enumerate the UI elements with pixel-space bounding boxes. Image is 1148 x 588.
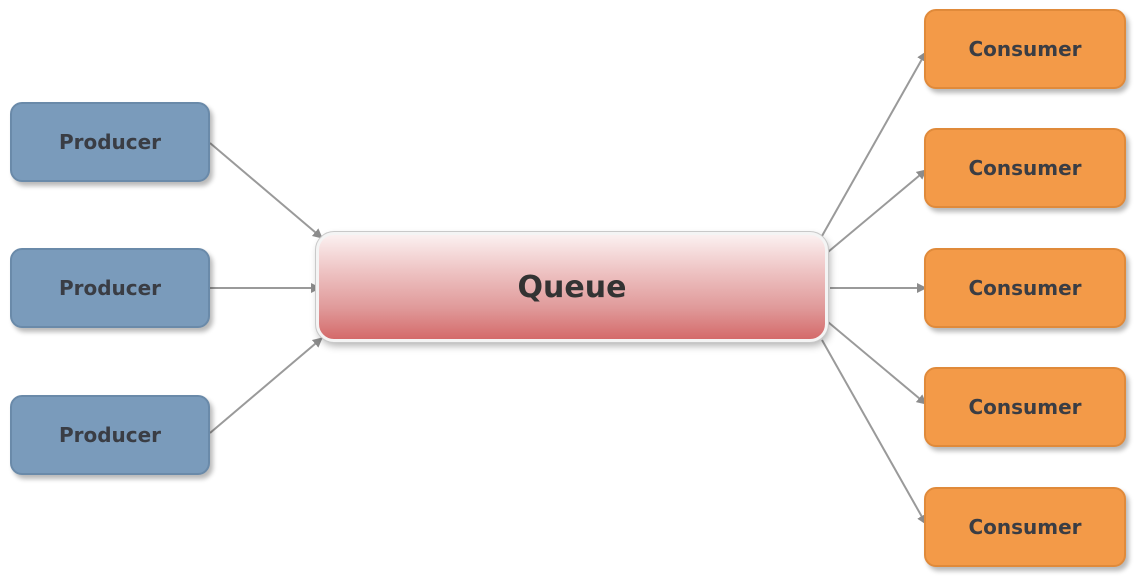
consumer-label: Consumer — [968, 276, 1082, 300]
consumer-node-4: Consumer — [924, 367, 1126, 447]
arrow-queue-to-consumer-5 — [821, 339, 927, 525]
producer-node-1: Producer — [10, 102, 210, 182]
queue-node: Queue — [315, 231, 829, 343]
producer-node-3: Producer — [10, 395, 210, 475]
producer-label: Producer — [58, 276, 162, 300]
consumer-label: Consumer — [968, 515, 1082, 539]
arrow-producer-1-to-queue — [209, 142, 323, 239]
producer-node-2: Producer — [10, 248, 210, 328]
consumer-label: Consumer — [968, 395, 1082, 419]
consumer-label: Consumer — [968, 156, 1082, 180]
arrow-producer-3-to-queue — [209, 337, 323, 434]
consumer-label: Consumer — [968, 37, 1082, 61]
arrow-queue-to-consumer-4 — [827, 321, 927, 405]
arrow-queue-to-consumer-2 — [827, 169, 927, 253]
consumer-node-1: Consumer — [924, 9, 1126, 89]
consumer-node-5: Consumer — [924, 487, 1126, 567]
producer-label: Producer — [58, 130, 162, 154]
queue-label: Queue — [517, 269, 627, 305]
consumer-node-2: Consumer — [924, 128, 1126, 208]
arrow-queue-to-consumer-1 — [821, 51, 927, 237]
producer-label: Producer — [58, 423, 162, 447]
consumer-node-3: Consumer — [924, 248, 1126, 328]
